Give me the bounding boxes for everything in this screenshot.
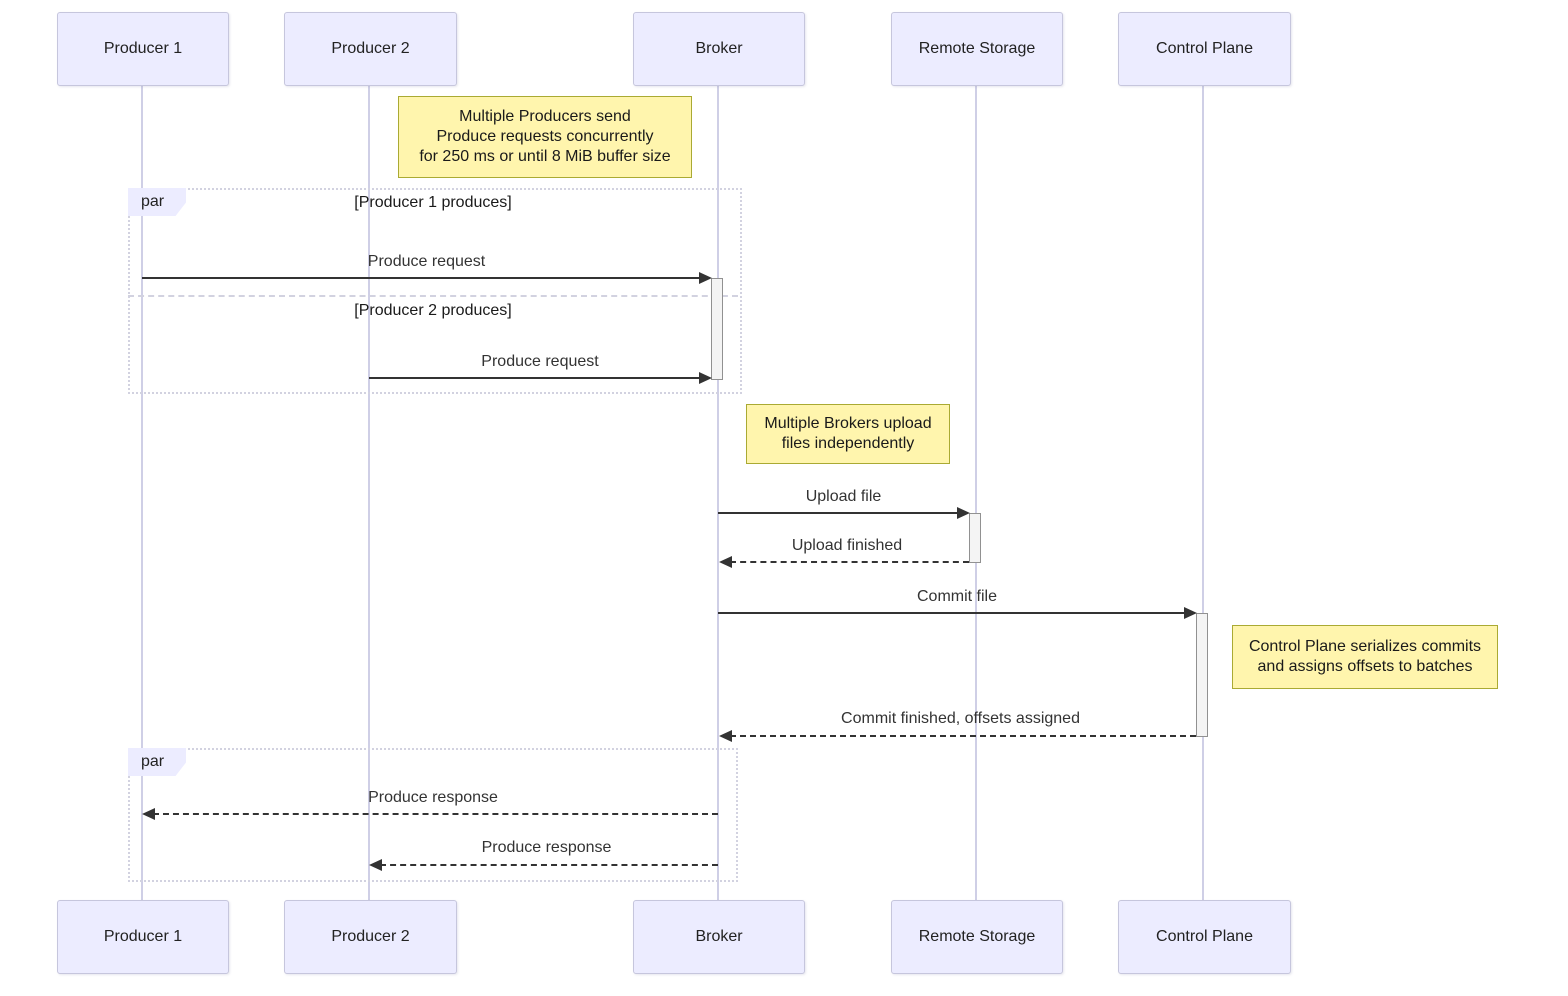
actor-top-remote-storage: Remote Storage (891, 12, 1063, 86)
message-produce-request-2-label: Produce request (481, 353, 599, 370)
par-block-1 (128, 188, 742, 394)
lifeline-control-plane (1202, 84, 1204, 900)
message-produce-response-1-line (153, 813, 718, 815)
arrowhead-icon (699, 272, 712, 284)
actor-bottom-control-plane: Control Plane (1118, 900, 1291, 974)
arrowhead-icon (142, 808, 155, 820)
arrowhead-icon (1184, 607, 1197, 619)
message-upload-finished-line (730, 561, 969, 563)
message-upload-file-label: Upload file (805, 488, 882, 505)
message-upload-file-line (718, 512, 958, 514)
note-brokers-upload: Multiple Brokers upload files independen… (746, 404, 950, 464)
actor-bottom-producer-2: Producer 2 (284, 900, 457, 974)
arrowhead-icon (719, 730, 732, 742)
lifeline-producer-2 (368, 84, 370, 900)
actor-bottom-remote-storage: Remote Storage (891, 900, 1063, 974)
lifeline-broker (717, 84, 719, 900)
actor-bottom-producer-1: Producer 1 (57, 900, 229, 974)
actor-top-producer-2: Producer 2 (284, 12, 457, 86)
par-block-1-condition-1: [Producer 1 produces] (354, 194, 512, 211)
actor-top-broker: Broker (633, 12, 805, 86)
actor-label: Broker (695, 928, 743, 945)
actor-label: Producer 2 (331, 928, 410, 945)
arrowhead-icon (699, 372, 712, 384)
actor-top-producer-1: Producer 1 (57, 12, 229, 86)
actor-bottom-broker: Broker (633, 900, 805, 974)
par-block-2-label: par (128, 748, 186, 776)
message-produce-request-1-line (142, 277, 700, 279)
arrowhead-icon (719, 556, 732, 568)
message-produce-response-1-label: Produce response (368, 789, 498, 806)
actor-label: Producer 2 (331, 40, 410, 57)
actor-label: Control Plane (1156, 40, 1253, 57)
par-block-1-divider (128, 295, 738, 297)
arrowhead-icon (369, 859, 382, 871)
message-produce-response-2-line (380, 864, 718, 866)
message-produce-response-2-label: Produce response (481, 839, 612, 856)
activation-broker (711, 278, 723, 380)
message-produce-request-1-label: Produce request (367, 253, 486, 270)
actor-label: Control Plane (1156, 928, 1253, 945)
par-block-2 (128, 748, 738, 882)
par-block-1-condition-2: [Producer 2 produces] (354, 302, 512, 319)
activation-remote-storage (969, 513, 981, 563)
actor-label: Remote Storage (918, 40, 1036, 57)
note-producers-concurrent: Multiple Producers send Produce requests… (398, 96, 692, 178)
actor-label: Broker (695, 40, 743, 57)
lifeline-remote-storage (975, 84, 977, 900)
message-produce-request-2-line (369, 377, 700, 379)
par-block-1-label: par (128, 188, 186, 216)
message-commit-finished-line (730, 735, 1196, 737)
actor-label: Producer 1 (103, 40, 183, 57)
note-control-plane-serializes: Control Plane serializes commits and ass… (1232, 625, 1498, 689)
activation-control-plane (1196, 613, 1208, 737)
message-commit-file-label: Commit file (916, 588, 997, 605)
message-upload-finished-label: Upload finished (791, 537, 903, 554)
arrowhead-icon (957, 507, 970, 519)
actor-label: Remote Storage (918, 928, 1036, 945)
message-commit-finished-label: Commit finished, offsets assigned (841, 710, 1080, 727)
lifeline-producer-1 (141, 84, 143, 900)
message-commit-file-line (718, 612, 1185, 614)
actor-label: Producer 1 (103, 928, 183, 945)
actor-top-control-plane: Control Plane (1118, 12, 1291, 86)
